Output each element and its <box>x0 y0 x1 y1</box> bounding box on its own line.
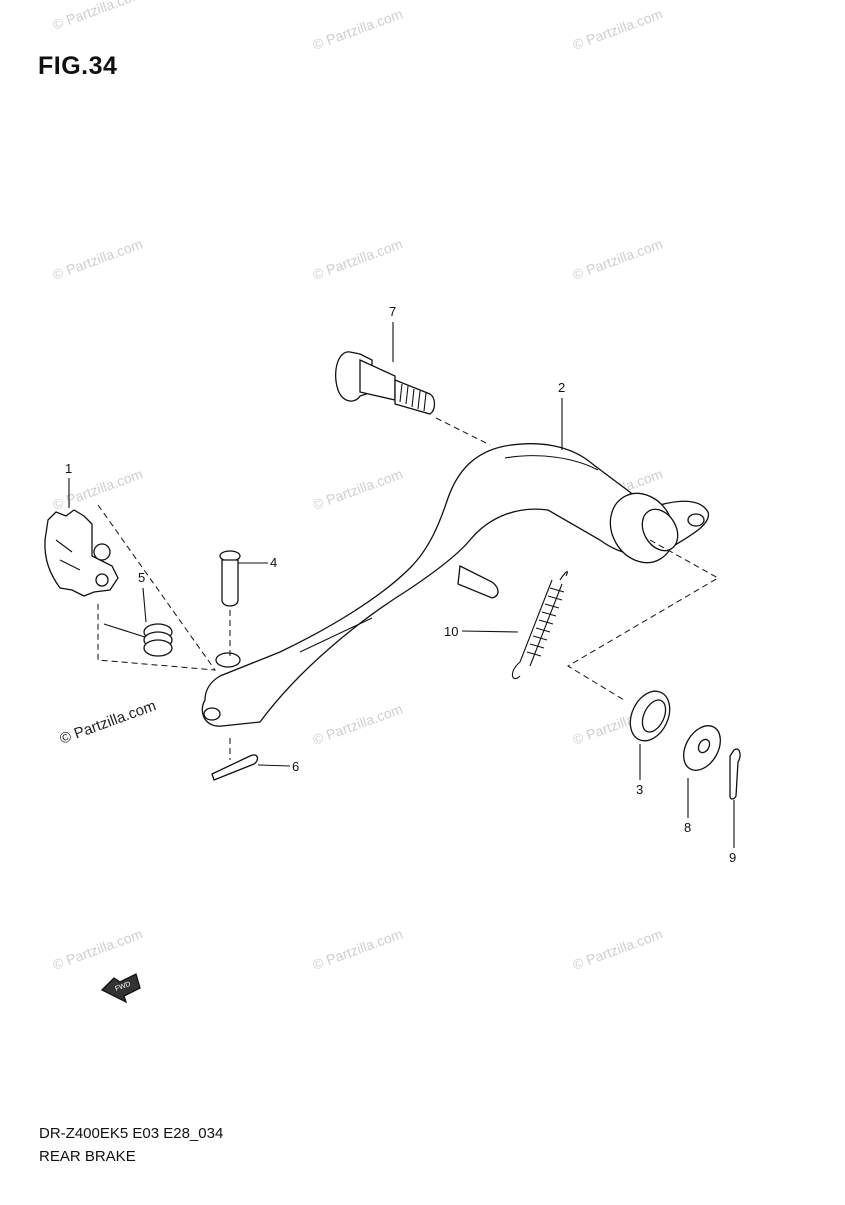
return-spring-part-5[interactable] <box>103 623 173 657</box>
watermark-prominent: © Partzilla.com <box>58 697 159 748</box>
assembly-line <box>97 504 217 671</box>
assembly-line <box>435 417 491 446</box>
clevis-pin-part-4[interactable] <box>219 550 268 607</box>
watermark-text: © Partzilla.com <box>311 236 405 283</box>
watermark-text: © Partzilla.com <box>51 0 145 33</box>
pivot-bolt-part-7[interactable] <box>335 351 436 415</box>
callout-5: 5 <box>138 570 145 585</box>
section-name: REAR BRAKE <box>39 1148 136 1165</box>
cotter-pin-part-9[interactable] <box>729 748 741 848</box>
watermark-text: © Partzilla.com <box>311 701 405 748</box>
callout-1: 1 <box>65 461 72 476</box>
watermark-text: © Partzilla.com <box>571 236 665 283</box>
cotter-pin-part-6[interactable] <box>211 754 291 781</box>
watermark-text: © Partzilla.com <box>51 236 145 283</box>
watermark-text: © Partzilla.com <box>311 6 405 53</box>
figure-title: FIG.34 <box>38 52 118 80</box>
callout-labels: 1 2 3 4 5 6 7 8 9 10 <box>65 304 736 865</box>
adjuster-bracket-part-1[interactable] <box>44 509 119 597</box>
callout-8: 8 <box>684 820 691 835</box>
leader-lines <box>68 322 563 623</box>
watermark-text: © Partzilla.com <box>571 6 665 53</box>
watermark-text: © Partzilla.com <box>311 466 405 513</box>
watermark-text: © Partzilla.com <box>51 926 145 973</box>
forward-arrow: FWD <box>100 973 141 1004</box>
diagram-code: DR-Z400EK5 E03 E28_034 <box>39 1125 224 1142</box>
watermark-text: © Partzilla.com <box>571 926 665 973</box>
callout-3: 3 <box>636 782 643 797</box>
assembly-line <box>567 539 720 701</box>
tension-spring-part-10[interactable] <box>461 571 569 680</box>
callout-6: 6 <box>292 759 299 774</box>
callout-4: 4 <box>270 555 277 570</box>
callout-9: 9 <box>729 850 736 865</box>
callout-7: 7 <box>389 304 396 319</box>
watermark-text: © Partzilla.com <box>311 926 405 973</box>
washer-part-8[interactable] <box>676 719 728 818</box>
seal-part-3[interactable] <box>623 685 678 780</box>
callout-2: 2 <box>558 380 565 395</box>
callout-10: 10 <box>444 624 458 639</box>
